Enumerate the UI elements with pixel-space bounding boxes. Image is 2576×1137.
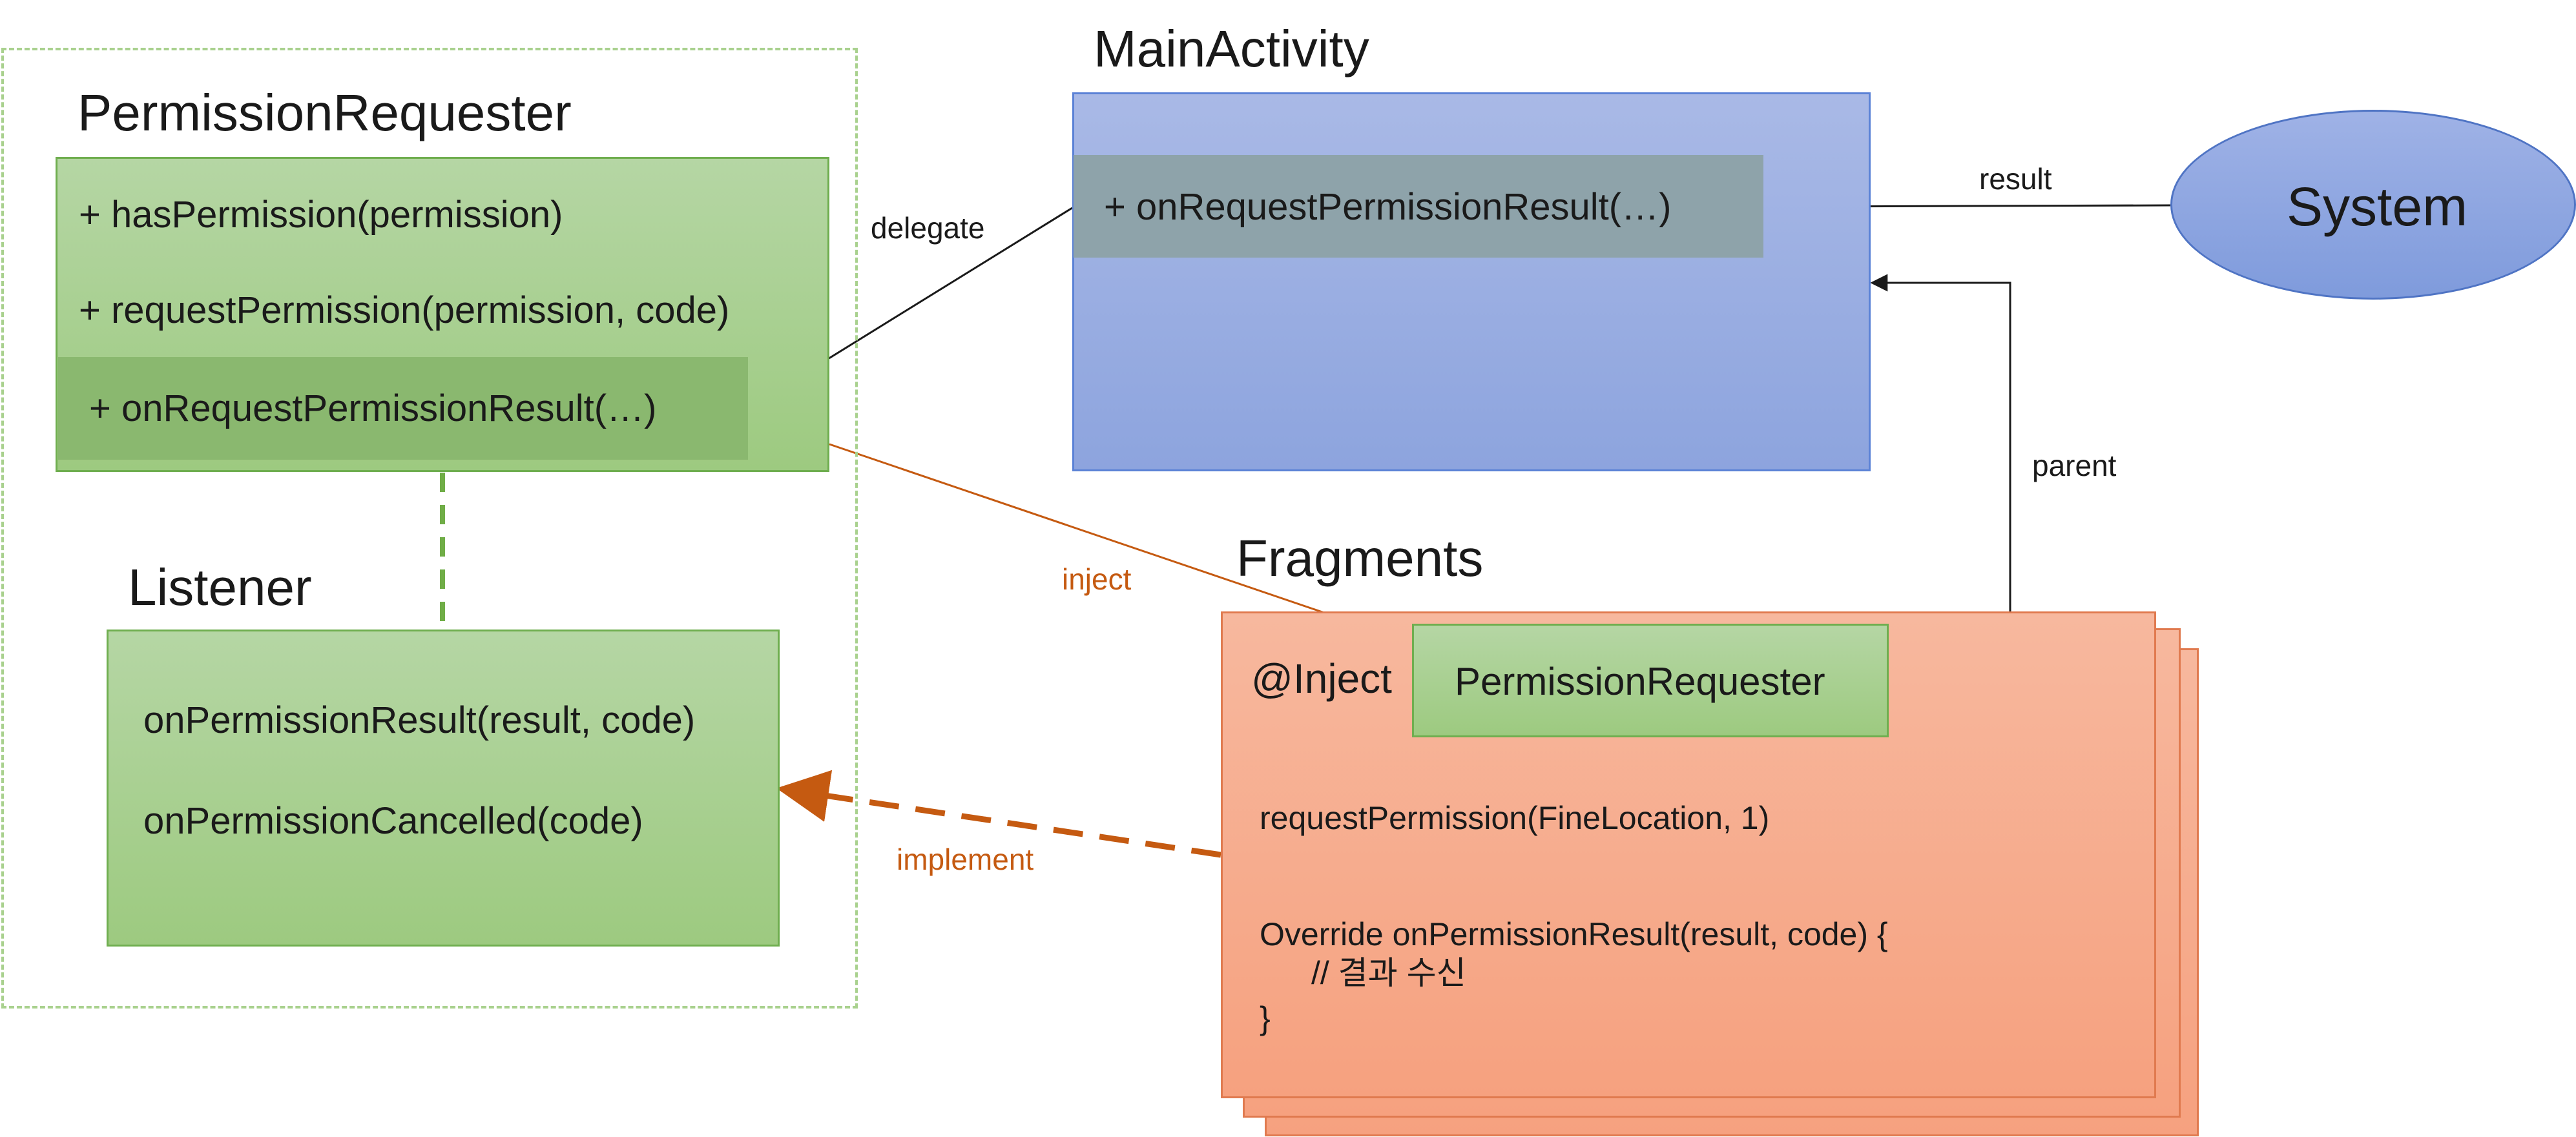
result-label: result — [1979, 162, 2052, 196]
permission-module-frame — [1, 48, 858, 1009]
on-permission-cancelled-method: onPermissionCancelled(code) — [143, 800, 643, 842]
implement-edge — [776, 770, 1221, 858]
has-permission-method: + hasPermission(permission) — [79, 194, 563, 236]
system-node — [2170, 110, 2576, 300]
listener-title: Listener — [128, 558, 312, 616]
main-activity-on-request-permission-result-method: + onRequestPermissionResult(…) — [1104, 186, 1672, 228]
injected-permission-requester-label: PermissionRequester — [1455, 660, 1825, 703]
on-request-permission-result-row — [58, 357, 748, 460]
system-label: System — [2287, 176, 2468, 237]
main-activity-box — [1072, 92, 1871, 471]
main-activity-title: MainActivity — [1094, 20, 1369, 77]
inject-label: inject — [1062, 562, 1132, 596]
fragments-title: Fragments — [1236, 529, 1484, 587]
inject-edge — [829, 443, 1415, 646]
delegate-label: delegate — [871, 211, 985, 245]
fragment-code-line-3: // 결과 수신 — [1311, 955, 1466, 991]
parent-edge — [1870, 274, 2011, 613]
main-activity-method-row — [1074, 155, 1763, 258]
on-request-permission-result-method: + onRequestPermissionResult(…) — [89, 387, 657, 429]
permission-requester-title: PermissionRequester — [78, 84, 572, 141]
request-permission-method: + requestPermission(permission, code) — [79, 289, 730, 331]
on-permission-result-method: onPermissionResult(result, code) — [143, 699, 696, 741]
listener-box — [107, 630, 780, 947]
parent-label: parent — [2032, 449, 2117, 482]
fragment-code-line-1: requestPermission(FineLocation, 1) — [1260, 800, 1770, 836]
implement-label: implement — [897, 843, 1034, 876]
injected-permission-requester-box — [1412, 624, 1889, 737]
fragment-code-line-4: } — [1260, 1000, 1271, 1036]
inject-annotation: @Inject — [1251, 655, 1392, 702]
fragment-code-line-2: Override onPermissionResult(result, code… — [1260, 916, 1888, 952]
